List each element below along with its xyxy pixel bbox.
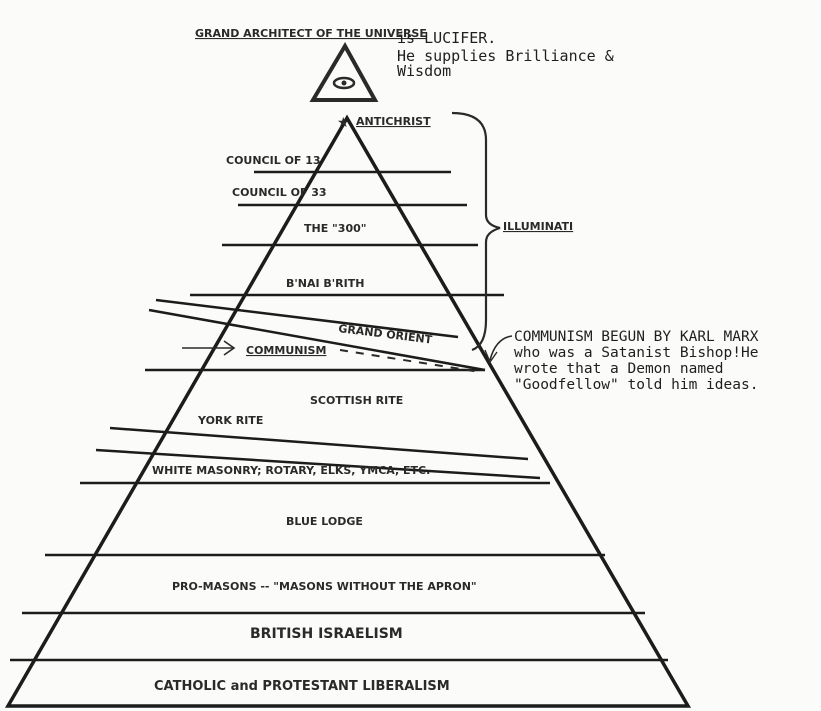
lucifer-note-line1: is LUCIFER. — [397, 29, 496, 47]
annotation-pointer — [489, 335, 513, 361]
pyramid-outline — [4, 114, 692, 708]
all-seeing-eye-icon — [309, 41, 379, 102]
lucifer-note-line2: He supplies Brilliance & — [397, 47, 614, 65]
annotation-line1: COMMUNISM BEGUN BY KARL MARX — [514, 329, 759, 345]
tier-label: SCOTTISH RITE — [310, 394, 403, 407]
tier-label: WHITE MASONRY; ROTARY, ELKS, YMCA, ETC. — [152, 464, 430, 477]
annotation-line2: who was a Satanist Bishop!He — [514, 345, 758, 361]
antichrist-label: ANTICHRIST — [356, 115, 431, 128]
tier-label: GRAND ORIENT — [338, 322, 434, 346]
tier-label: THE "300" — [304, 222, 366, 235]
illuminati-bracket — [451, 111, 501, 352]
tier-label: COMMUNISM — [246, 344, 326, 357]
tier-label: PRO-MASONS -- "MASONS WITHOUT THE APRON" — [172, 580, 477, 593]
annotation-line4: "Goodfellow" told him ideas. — [514, 377, 758, 393]
grand-architect-title: GRAND ARCHITECT OF THE UNIVERSE — [195, 27, 427, 40]
tier-label: BLUE LODGE — [286, 515, 363, 528]
arrow-right-icon — [182, 340, 236, 356]
tier-label: CATHOLIC and PROTESTANT LIBERALISM — [154, 679, 450, 694]
annotation-line3: wrote that a Demon named — [514, 361, 724, 377]
illuminati-label: ILLUMINATI — [503, 220, 573, 233]
tier-label: COUNCIL OF 33 — [232, 186, 327, 199]
tier-label: YORK RITE — [197, 414, 263, 427]
tier-label: COUNCIL OF 13 — [226, 154, 321, 167]
annotation-arrowhead-icon — [484, 349, 498, 364]
communism-pointer — [339, 349, 481, 373]
tier-label: B'NAI B'RITH — [286, 277, 364, 290]
tier-dividers — [10, 170, 668, 662]
tier-label: BRITISH ISRAELISM — [250, 626, 403, 642]
lucifer-note-line3: Wisdom — [397, 62, 451, 80]
star-icon: ★ — [337, 115, 350, 131]
